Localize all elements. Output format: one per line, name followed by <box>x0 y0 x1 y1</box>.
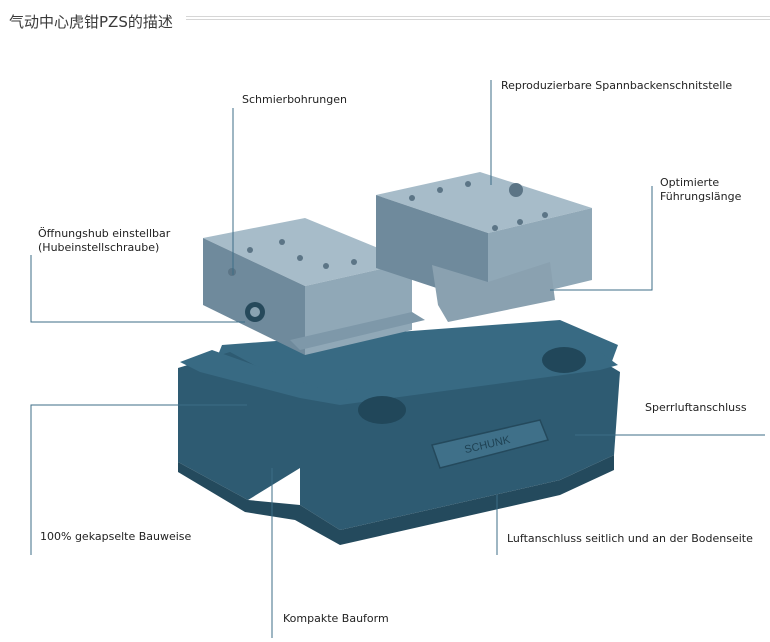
label-text-line-1: Optimierte <box>660 176 720 189</box>
label-text: Reproduzierbare Spannbackenschnitstelle <box>501 79 733 92</box>
label-jaw-interface: Reproduzierbare Spannbackenschnitstelle <box>501 79 732 93</box>
left-jaw-step <box>290 312 425 350</box>
right-jaw-bolt <box>509 183 523 197</box>
label-text-line-2: (Hubeinstellschraube) <box>38 241 160 254</box>
base-bottom-edge <box>178 455 614 545</box>
label-air-connection: Luftanschluss seitlich und an der Bodens… <box>507 532 753 546</box>
right-jaw <box>376 172 592 322</box>
right-jaw-top <box>376 172 592 233</box>
base-pocket-left <box>358 396 406 424</box>
label-lubrication-holes: Schmierbohrungen <box>242 93 347 107</box>
right-jaw-hole-6 <box>492 225 498 231</box>
title-divider <box>186 16 770 22</box>
right-jaw-hole-3 <box>465 181 471 187</box>
left-jaw-hole-4 <box>323 263 329 269</box>
right-jaw-hole-4 <box>517 219 523 225</box>
nameplate-plate <box>431 419 550 469</box>
right-jaw-hole-1 <box>409 195 415 201</box>
label-text: 100% gekapselte Bauweise <box>40 530 192 543</box>
label-text: Kompakte Bauform <box>283 612 389 625</box>
label-text: Sperrluftanschluss <box>645 401 747 414</box>
label-guide-length: Optimierte Führungslänge <box>660 176 741 204</box>
label-text-line-2: Führungslänge <box>660 190 742 203</box>
right-jaw-hole-2 <box>437 187 443 193</box>
label-compact-design: Kompakte Bauform <box>283 612 389 626</box>
lubrication-hole <box>228 268 236 276</box>
leader-lines <box>30 80 765 638</box>
label-sealing-air: Sperrluftanschluss <box>645 401 747 415</box>
left-jaw-hole-2 <box>279 239 285 245</box>
right-jaw-hole-5 <box>542 212 548 218</box>
left-jaw-top <box>203 218 412 286</box>
label-fully-sealed: 100% gekapselte Bauweise <box>40 530 191 544</box>
stroke-adjust-screw-inner <box>250 307 260 317</box>
leader-optimierte <box>550 186 653 291</box>
leader-gekapselt <box>30 404 247 555</box>
label-stroke-adjustable: Öffnungshub einstellbar (Hubeinstellschr… <box>38 227 170 255</box>
left-jaw-hole-1 <box>247 247 253 253</box>
right-jaw-guide <box>432 262 555 322</box>
left-jaw-hole-3 <box>297 255 303 261</box>
base-top-rim <box>180 350 618 405</box>
label-text-line-1: Öffnungshub einstellbar <box>38 227 171 240</box>
left-jaw <box>203 218 425 355</box>
base-pocket-right <box>542 347 586 373</box>
left-jaw-hole-5 <box>351 259 357 265</box>
left-jaw-left-side <box>203 238 305 355</box>
page-title: 气动中心虎钳PZS的描述 <box>9 13 173 31</box>
label-text: Luftanschluss seitlich und an der Bodens… <box>507 532 753 545</box>
leader-oeffnungshub <box>30 255 245 323</box>
label-text: Schmierbohrungen <box>242 93 347 106</box>
nameplate: SCHUNK <box>431 419 550 469</box>
